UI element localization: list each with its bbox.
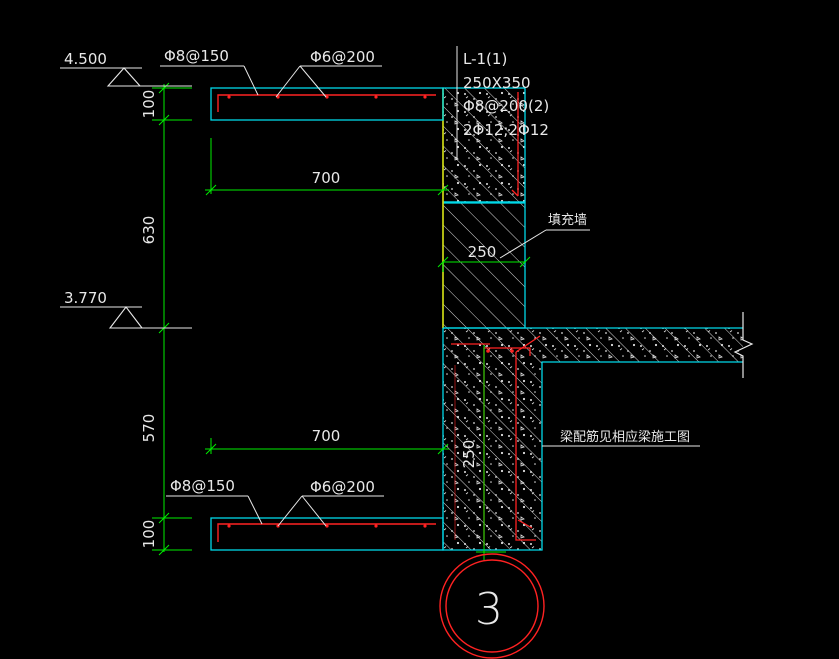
elevation-marker-top: [60, 67, 192, 87]
horizontal-dimensions: [205, 138, 531, 455]
top-slab: [210, 87, 444, 121]
top-dist-rebar-label: Φ6@200: [310, 48, 375, 66]
infill-wall-label: 填充墙: [548, 212, 587, 228]
bottom-slab: [210, 517, 444, 551]
dim-lower-height: 570: [140, 414, 158, 443]
beam-long-bars: 2Φ12;2Φ12: [463, 121, 549, 139]
dim-top-slab: 100: [140, 90, 158, 119]
detail-callout: 3: [439, 551, 545, 659]
beam-annotation: L-1(1) 250X350 Φ8@200(2) 2Φ12;2Φ12: [456, 46, 549, 160]
infill-note: 填充墙: [499, 212, 590, 259]
dim-vertical-side: 250: [460, 440, 478, 469]
dim-bottom-slab: 100: [140, 520, 158, 549]
elevation-mid-label: 3.770: [64, 289, 107, 307]
dim-bottom-width: 700: [312, 427, 341, 445]
detail-number: 3: [475, 584, 503, 635]
top-main-rebar-label: Φ8@150: [164, 47, 229, 65]
beam-note-label: 梁配筋见相应梁施工图: [560, 429, 690, 445]
beam-reinforcement-note: 梁配筋见相应梁施工图: [542, 429, 700, 447]
bottom-main-rebar-label: Φ8@150: [170, 477, 235, 495]
elevation-top-label: 4.500: [64, 50, 107, 68]
beam-stirrup: Φ8@200(2): [463, 97, 549, 115]
lower-wall-and-slab: [442, 312, 754, 560]
dim-wall-width: 250: [468, 243, 497, 261]
dim-top-width: 700: [312, 169, 341, 187]
beam-name: L-1(1): [463, 50, 507, 68]
dim-mid-height: 630: [140, 216, 158, 245]
bottom-dist-rebar-label: Φ6@200: [310, 478, 375, 496]
top-rebar-leaders: [160, 65, 382, 98]
beam-size: 250X350: [463, 74, 531, 92]
bottom-rebar-leaders: [166, 495, 384, 527]
elevation-marker-mid: [60, 306, 192, 329]
